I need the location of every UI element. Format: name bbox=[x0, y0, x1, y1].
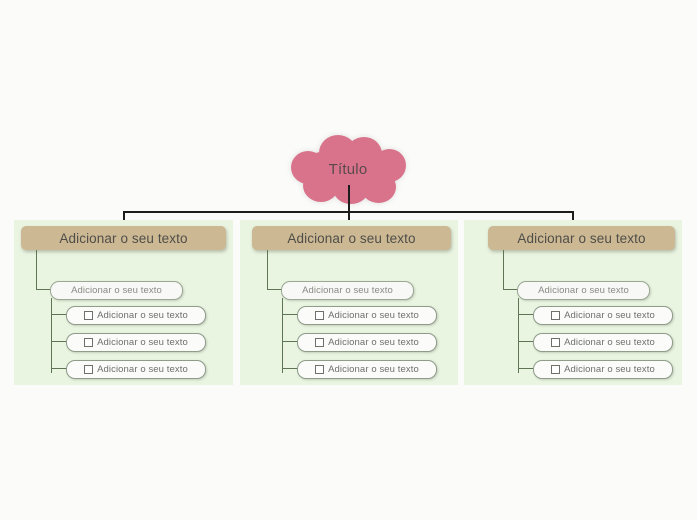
item-connector-2-2 bbox=[282, 341, 298, 342]
item-label-3-3: Adicionar o seu texto bbox=[564, 364, 655, 375]
branch-connector-2-main bbox=[267, 250, 268, 289]
checkbox-unchecked-icon[interactable] bbox=[84, 311, 94, 320]
item-pill-1-2[interactable]: Adicionar o seu texto bbox=[66, 333, 206, 352]
checkbox-unchecked-icon[interactable] bbox=[551, 365, 561, 374]
item-pill-3-1[interactable]: Adicionar o seu texto bbox=[533, 306, 673, 325]
branch-header-1[interactable]: Adicionar o seu texto bbox=[21, 226, 226, 250]
item-pill-3-2[interactable]: Adicionar o seu texto bbox=[533, 333, 673, 352]
item-pill-2-3[interactable]: Adicionar o seu texto bbox=[297, 360, 437, 379]
branch-panel-1: Adicionar o seu texto Adicionar o seu te… bbox=[14, 220, 233, 385]
branch-header-3[interactable]: Adicionar o seu texto bbox=[488, 226, 675, 250]
subtopic-pill-3[interactable]: Adicionar o seu texto bbox=[517, 281, 650, 300]
item-connector-3-2 bbox=[518, 341, 534, 342]
branch-spine-3 bbox=[518, 298, 519, 373]
subtopic-label-3: Adicionar o seu texto bbox=[538, 285, 629, 296]
cloud-icon bbox=[289, 135, 407, 204]
branch-connector-3-main bbox=[503, 250, 504, 289]
item-connector-1-2 bbox=[51, 341, 67, 342]
item-label-1-1: Adicionar o seu texto bbox=[97, 310, 188, 321]
item-pill-3-3[interactable]: Adicionar o seu texto bbox=[533, 360, 673, 379]
item-label-2-2: Adicionar o seu texto bbox=[328, 337, 419, 348]
checkbox-unchecked-icon[interactable] bbox=[315, 365, 325, 374]
checkbox-unchecked-icon[interactable] bbox=[551, 311, 561, 320]
item-connector-2-1 bbox=[282, 314, 298, 315]
item-label-2-3: Adicionar o seu texto bbox=[328, 364, 419, 375]
item-connector-2-3 bbox=[282, 368, 298, 369]
item-label-3-1: Adicionar o seu texto bbox=[564, 310, 655, 321]
item-label-3-2: Adicionar o seu texto bbox=[564, 337, 655, 348]
item-connector-1-3 bbox=[51, 368, 67, 369]
branch-header-2[interactable]: Adicionar o seu texto bbox=[252, 226, 451, 250]
item-label-1-3: Adicionar o seu texto bbox=[97, 364, 188, 375]
checkbox-unchecked-icon[interactable] bbox=[315, 311, 325, 320]
branch-connector-3-subtopic bbox=[503, 289, 518, 290]
item-pill-2-2[interactable]: Adicionar o seu texto bbox=[297, 333, 437, 352]
item-connector-1-1 bbox=[51, 314, 67, 315]
checkbox-unchecked-icon[interactable] bbox=[84, 338, 94, 347]
root-label: Título bbox=[328, 161, 368, 178]
checkbox-unchecked-icon[interactable] bbox=[315, 338, 325, 347]
item-pill-1-3[interactable]: Adicionar o seu texto bbox=[66, 360, 206, 379]
item-pill-1-1[interactable]: Adicionar o seu texto bbox=[66, 306, 206, 325]
subtopic-label-2: Adicionar o seu texto bbox=[302, 285, 393, 296]
bus-drop-connector-2 bbox=[348, 211, 350, 228]
branch-panel-3: Adicionar o seu texto Adicionar o seu te… bbox=[464, 220, 682, 385]
root-node[interactable]: Título bbox=[289, 135, 410, 208]
branch-spine-2 bbox=[282, 298, 283, 373]
subtopic-label-1: Adicionar o seu texto bbox=[71, 285, 162, 296]
item-connector-3-3 bbox=[518, 368, 534, 369]
bus-drop-connector-3 bbox=[572, 211, 574, 228]
branch-connector-2-subtopic bbox=[267, 289, 282, 290]
item-pill-2-1[interactable]: Adicionar o seu texto bbox=[297, 306, 437, 325]
branch-panel-2: Adicionar o seu texto Adicionar o seu te… bbox=[240, 220, 458, 385]
branch-connector-1-subtopic bbox=[36, 289, 51, 290]
checkbox-unchecked-icon[interactable] bbox=[84, 365, 94, 374]
item-label-1-2: Adicionar o seu texto bbox=[97, 337, 188, 348]
bus-drop-connector-1 bbox=[123, 211, 125, 228]
item-label-2-1: Adicionar o seu texto bbox=[328, 310, 419, 321]
subtopic-pill-2[interactable]: Adicionar o seu texto bbox=[281, 281, 414, 300]
checkbox-unchecked-icon[interactable] bbox=[551, 338, 561, 347]
subtopic-pill-1[interactable]: Adicionar o seu texto bbox=[50, 281, 183, 300]
branch-connector-1-main bbox=[36, 250, 37, 289]
root-stem-connector bbox=[348, 185, 350, 212]
branch-spine-1 bbox=[51, 298, 52, 373]
item-connector-3-1 bbox=[518, 314, 534, 315]
